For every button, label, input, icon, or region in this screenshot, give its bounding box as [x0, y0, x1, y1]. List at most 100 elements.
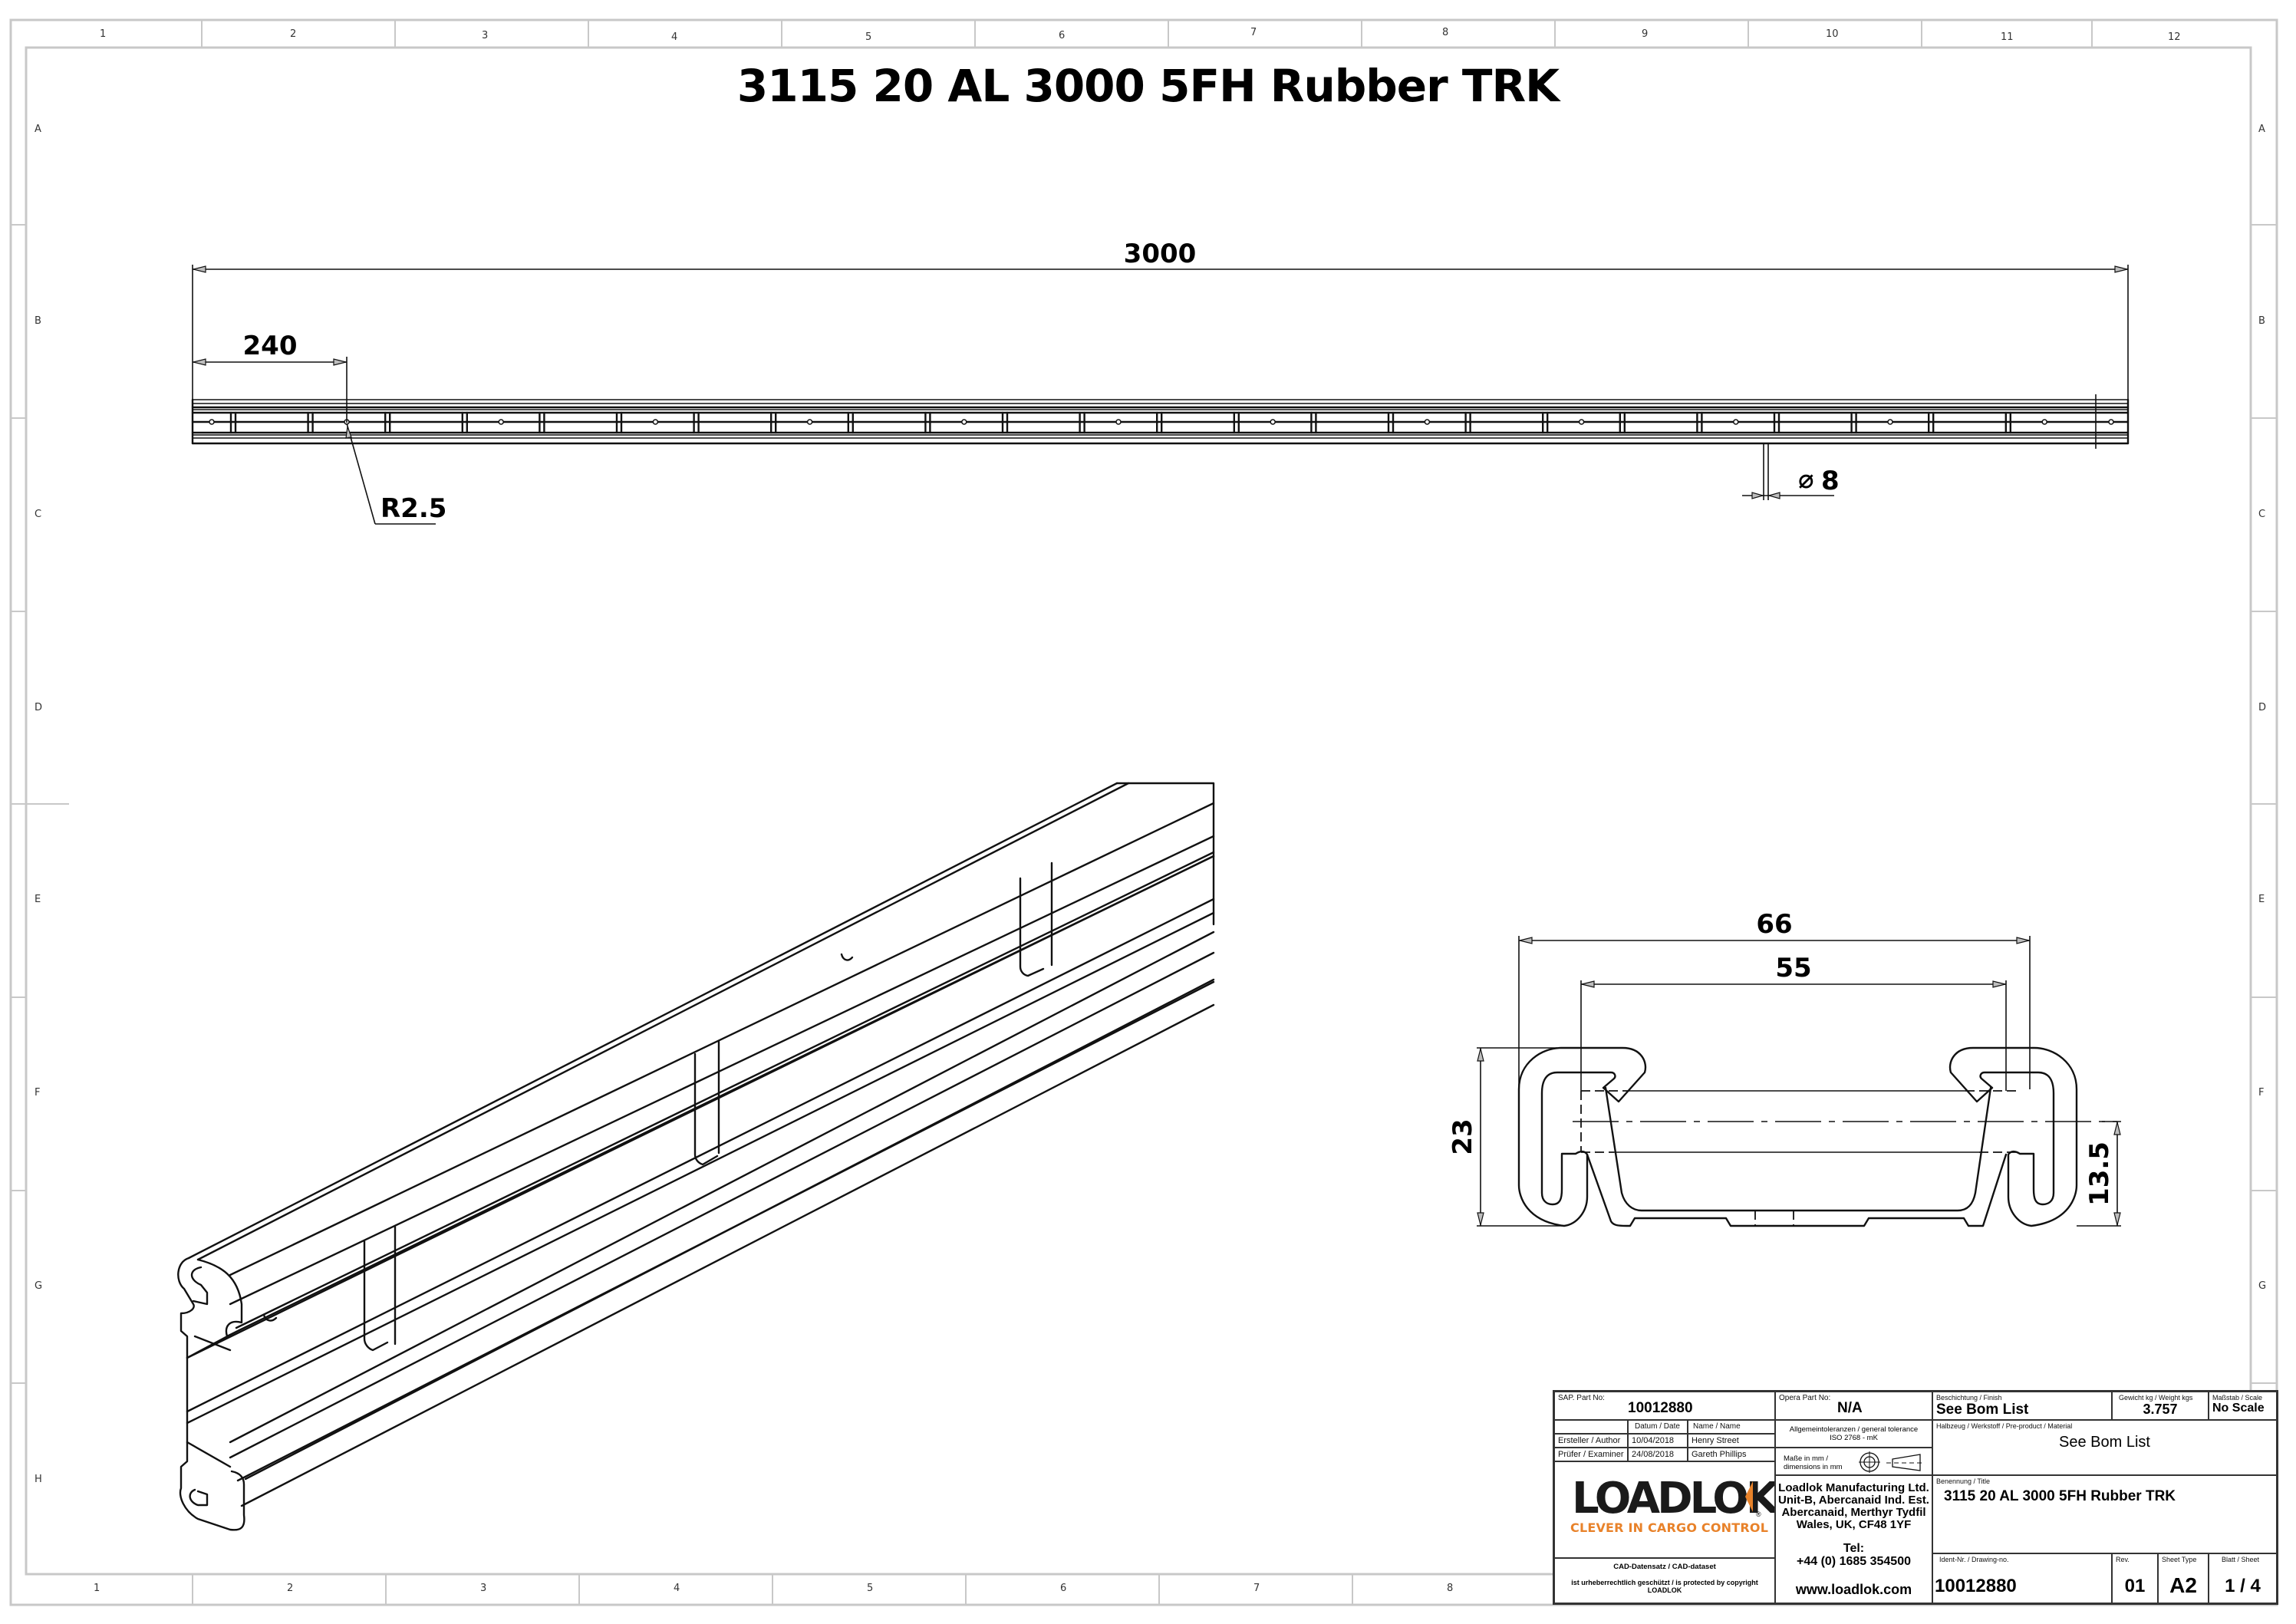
svg-text:9: 9 — [1642, 28, 1648, 40]
scale-value: No Scale — [2212, 1402, 2265, 1415]
dimension-inner-width: 55 — [1580, 953, 2007, 1091]
company-phone: Tel: +44 (0) 1685 354500 — [1796, 1542, 1911, 1568]
svg-text:G: G — [2258, 1280, 2266, 1292]
svg-text:A: A — [35, 124, 41, 135]
logo-accent-icon — [1745, 1481, 1753, 1512]
examiner-label: Prüfer / Examiner — [1555, 1448, 1629, 1462]
weight-value: 3.757 — [2143, 1402, 2178, 1417]
units-cell: Maße in mm / dimensions in mm — [1776, 1448, 1933, 1476]
material-cell: Halbzeug / Werkstoff / Pre-product / Mat… — [1933, 1421, 2276, 1476]
svg-text:B: B — [2258, 315, 2265, 327]
sheet-number-cell: Blatt / Sheet 1 / 4 — [2209, 1554, 2276, 1603]
svg-text:3: 3 — [482, 30, 488, 41]
author-label: Ersteller / Author — [1555, 1435, 1629, 1448]
isometric-view — [177, 782, 1215, 1531]
svg-text:5: 5 — [867, 1583, 873, 1594]
author-date: 10/04/2018 — [1629, 1435, 1688, 1448]
callout-diameter: ⌀ 8 — [1742, 443, 1840, 500]
svg-text:8: 8 — [1442, 27, 1448, 38]
opera-part-cell: Opera Part No: N/A — [1776, 1392, 1933, 1421]
dimension-hole-offset: 240 — [193, 331, 348, 423]
drawing-title: 3115 20 AL 3000 5FH Rubber TRK — [736, 60, 1560, 112]
zone-row-dividers — [11, 224, 2277, 1384]
svg-text:C: C — [2258, 509, 2265, 520]
svg-text:G: G — [35, 1280, 42, 1292]
drawing-number-value: 10012880 — [1935, 1576, 2017, 1596]
scale-cell: Maßstab / Scale No Scale — [2209, 1392, 2276, 1421]
zone-column-dividers-bottom — [192, 1574, 1353, 1605]
svg-text:6: 6 — [1059, 30, 1065, 41]
sheet-type-value: A2 — [2169, 1573, 2197, 1597]
sheet-number-value: 1 / 4 — [2225, 1576, 2261, 1596]
pocket-dividers — [229, 411, 2012, 434]
radius-callout-label: R2.5 — [380, 493, 446, 524]
diameter-symbol: ⌀ — [1798, 464, 1813, 495]
svg-text:F: F — [35, 1087, 40, 1099]
svg-text:4: 4 — [671, 31, 677, 43]
svg-text:2: 2 — [290, 28, 296, 40]
svg-text:H: H — [35, 1474, 42, 1485]
inner-width-label: 55 — [1775, 953, 1811, 983]
date-header: Datum / Date — [1629, 1421, 1688, 1435]
svg-text:4: 4 — [674, 1583, 680, 1594]
zone-labels-top: 1 2 3 4 5 6 7 8 9 10 11 12 — [100, 27, 2181, 43]
svg-text:F: F — [2258, 1087, 2264, 1099]
svg-text:A: A — [2258, 124, 2265, 135]
dimension-overall-width: 66 — [1518, 909, 2031, 1089]
svg-text:D: D — [35, 702, 42, 713]
top-view-rail — [191, 394, 2130, 449]
section-view — [1517, 1046, 2117, 1227]
svg-text:D: D — [2258, 702, 2266, 713]
sap-part-cell: SAP. Part No: 10012880 — [1555, 1392, 1776, 1421]
name-header: Name / Name — [1688, 1421, 1776, 1435]
svg-text:3: 3 — [480, 1583, 486, 1594]
finish-value: See Bom List — [1936, 1402, 2029, 1418]
svg-text:E: E — [2258, 894, 2265, 905]
svg-text:10: 10 — [1826, 28, 1839, 40]
revision-cell: Rev. 01 — [2113, 1554, 2159, 1603]
svg-text:8: 8 — [1447, 1583, 1453, 1594]
diameter-callout-label: 8 — [1821, 466, 1840, 496]
hole-offset-label: 240 — [243, 331, 298, 361]
tolerance-cell: Allgemeintoleranzen / general tolerance … — [1776, 1421, 1933, 1448]
dimension-centerline-height: 13.5 — [2077, 1121, 2121, 1227]
company-website: www.loadlok.com — [1795, 1582, 1912, 1597]
svg-text:1: 1 — [94, 1583, 100, 1594]
svg-text:5: 5 — [865, 31, 871, 43]
blank-header-cell — [1555, 1421, 1629, 1435]
outer-frame — [9, 18, 2278, 1606]
company-address: Loadlok Manufacturing Ltd. Unit-B, Aberc… — [1778, 1481, 1929, 1531]
logo-tagline: CLEVER IN CARGO CONTROL — [1570, 1520, 1769, 1535]
dimension-height: 23 — [1448, 1047, 1564, 1227]
material-value: See Bom List — [2059, 1434, 2150, 1451]
svg-text:2: 2 — [287, 1583, 293, 1594]
svg-text:1: 1 — [100, 28, 106, 40]
zone-labels-left: A B C D E F G H — [35, 124, 42, 1485]
examiner-name: Gareth Phillips — [1688, 1448, 1776, 1462]
finish-cell: Beschichtung / Finish See Bom List — [1933, 1392, 2113, 1421]
svg-text:7: 7 — [1250, 27, 1257, 38]
weight-cell: Gewicht kg / Weight kgs 3.757 — [2113, 1392, 2209, 1421]
svg-text:B: B — [35, 315, 41, 327]
registered-mark: ® — [1756, 1510, 1761, 1518]
zone-labels-right: A B C D E F G — [2258, 124, 2266, 1292]
zone-column-dividers-top — [201, 20, 2093, 48]
company-address-cell: Loadlok Manufacturing Ltd. Unit-B, Aberc… — [1776, 1476, 1933, 1603]
copyright-cell: CAD-Datensatz / CAD-dataset ist urheberr… — [1555, 1559, 1776, 1603]
author-name: Henry Street — [1688, 1435, 1776, 1448]
overall-width-label: 66 — [1756, 909, 1792, 940]
copyright-line-1: ist urheberrechtlich geschützt / is prot… — [1571, 1579, 1758, 1586]
copyright-line-2: LOADLOK — [1647, 1586, 1682, 1594]
title-value: 3115 20 AL 3000 5FH Rubber TRK — [1944, 1488, 2176, 1504]
svg-text:11: 11 — [2001, 31, 2014, 43]
sap-part-value: 10012880 — [1628, 1400, 1693, 1416]
logo-wordmark: LOADLOK — [1572, 1474, 1776, 1524]
height-label: 23 — [1448, 1118, 1478, 1155]
inner-frame — [25, 46, 2252, 1576]
zone-labels-bottom: 1 2 3 4 5 6 7 8 — [94, 1583, 1453, 1594]
svg-text:E: E — [35, 894, 41, 905]
svg-text:6: 6 — [1060, 1583, 1066, 1594]
company-logo: LOADLOK ® CLEVER IN CARGO CONTROL — [1555, 1462, 1776, 1559]
callout-radius: R2.5 — [345, 423, 446, 525]
